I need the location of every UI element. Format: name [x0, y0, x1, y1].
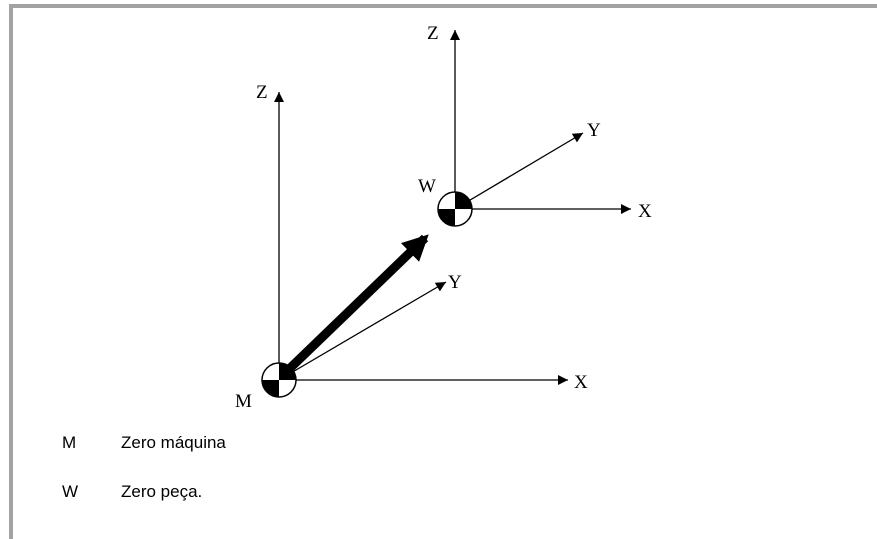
legend-text: Zero peça.: [121, 482, 203, 501]
part-z-label: Z: [427, 23, 439, 44]
part-y-label: Y: [587, 120, 601, 141]
legend-key: M: [62, 433, 77, 452]
part-x-label: X: [638, 201, 652, 222]
machine-origin-label: M: [235, 391, 252, 412]
machine-z-label: Z: [256, 82, 268, 103]
part-origin-label: W: [418, 176, 436, 197]
frame-left-border: [9, 4, 13, 539]
machine-x-label: X: [574, 372, 588, 393]
part-origin-symbol: [437, 191, 473, 227]
legend-text: Zero máquina: [121, 433, 226, 452]
legend-key: W: [62, 482, 79, 501]
machine-origin-symbol: [261, 362, 297, 398]
offset-vector-arrow: [280, 234, 429, 378]
part-y-axis: [454, 132, 584, 210]
frame-top-border: [9, 4, 877, 8]
machine-y-axis: [278, 281, 447, 381]
machine-y-label: Y: [448, 272, 462, 293]
